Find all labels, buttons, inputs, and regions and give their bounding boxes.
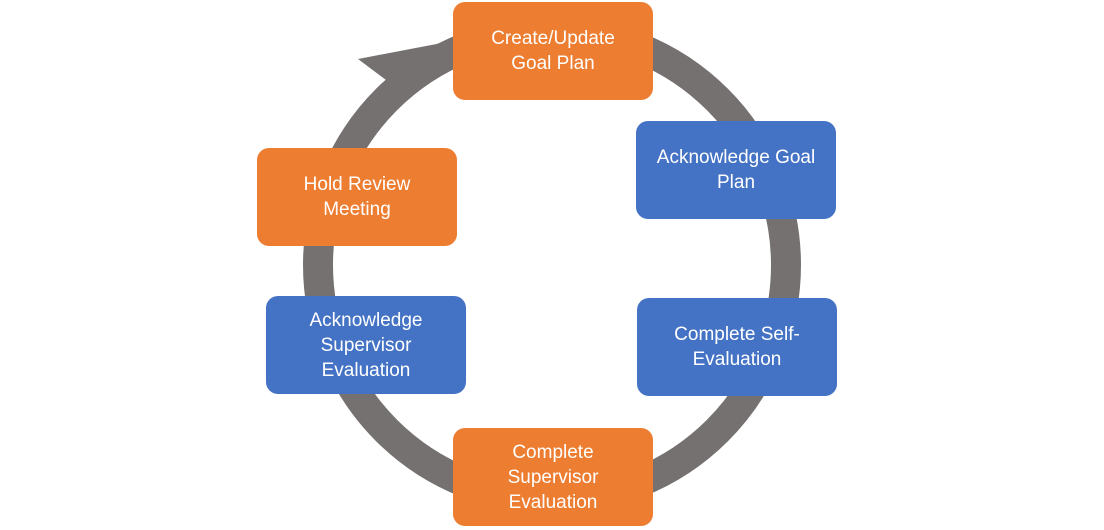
step-label: Create/Update Goal Plan — [491, 28, 615, 74]
step-complete-supervisor-evaluation: Complete Supervisor Evaluation — [453, 428, 653, 526]
step-complete-self-evaluation: Complete Self- Evaluation — [637, 298, 837, 396]
step-label: Complete Self- Evaluation — [674, 324, 800, 370]
step-hold-review-meeting: Hold Review Meeting — [257, 148, 457, 246]
cycle-arrowhead-icon — [358, 42, 447, 95]
step-label: Hold Review Meeting — [303, 174, 411, 220]
step-acknowledge-supervisor-evaluation: Acknowledge Supervisor Evaluation — [266, 296, 466, 394]
step-label: Acknowledge Supervisor Evaluation — [309, 309, 423, 381]
step-label: Complete Supervisor Evaluation — [507, 441, 599, 513]
step-create-update-goal-plan: Create/Update Goal Plan — [453, 2, 653, 100]
step-label: Acknowledge Goal Plan — [656, 147, 816, 193]
step-acknowledge-goal-plan: Acknowledge Goal Plan — [636, 121, 836, 219]
